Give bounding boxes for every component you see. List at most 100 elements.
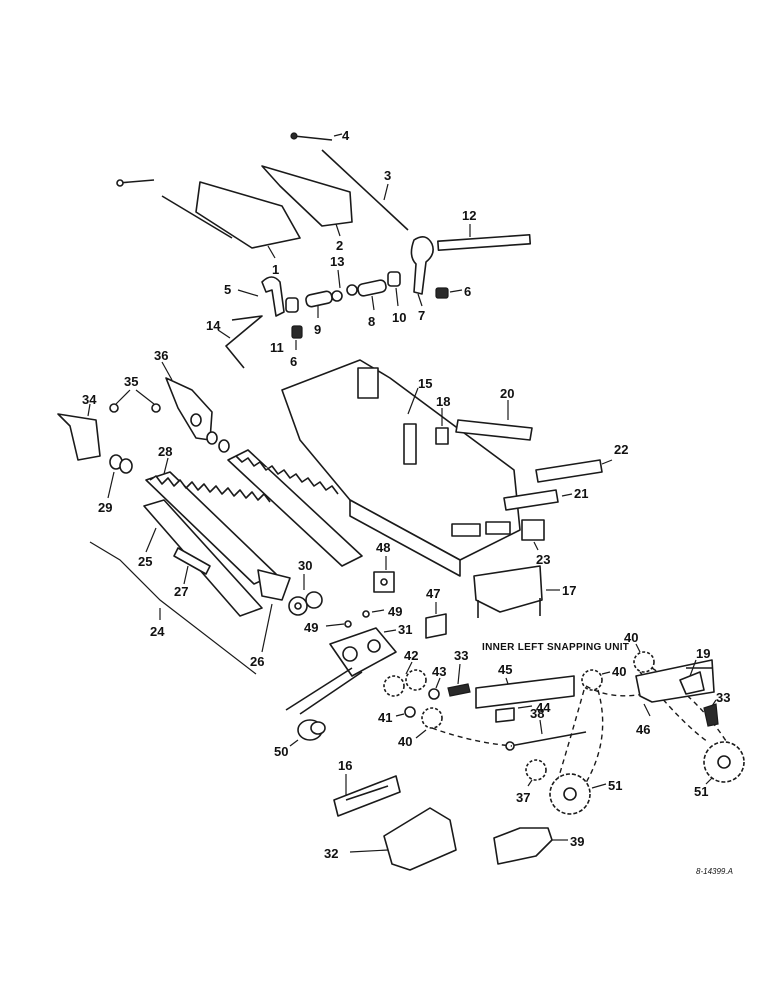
callout-35: 35 <box>124 374 138 389</box>
bracket-17 <box>473 565 560 618</box>
callout-16: 16 <box>338 758 352 773</box>
nut-13 <box>331 269 358 302</box>
callout-9: 9 <box>314 322 321 337</box>
callout-15: 15 <box>418 376 432 391</box>
washer-30 <box>288 574 323 616</box>
washer-43 <box>428 677 441 700</box>
bracket-18 <box>435 408 449 445</box>
bracket-47 <box>425 602 447 639</box>
callout-14: 14 <box>206 318 221 333</box>
clip-35 <box>109 389 161 413</box>
callout-51-right: 51 <box>694 784 708 799</box>
spacers-center <box>190 413 230 453</box>
spring-9 <box>305 290 333 318</box>
callout-6-upper: 6 <box>464 284 471 299</box>
link-33-left <box>447 663 471 697</box>
spring-8 <box>357 279 387 311</box>
callout-18: 18 <box>436 394 450 409</box>
callout-44: 44 <box>536 700 551 715</box>
callout-40-right: 40 <box>624 630 638 645</box>
rod-38 <box>505 719 587 751</box>
rod-left <box>116 179 233 239</box>
strap-27 <box>173 547 211 585</box>
callout-11: 11 <box>270 340 284 355</box>
shield-1 <box>195 181 301 259</box>
sprocket-42 <box>383 661 427 697</box>
crank-14 <box>217 315 263 369</box>
callout-48: 48 <box>376 540 390 555</box>
shaft-arm <box>285 667 363 715</box>
callout-24: 24 <box>150 624 165 639</box>
callout-30: 30 <box>298 558 312 573</box>
callout-8: 8 <box>368 314 375 329</box>
bracket-34 <box>57 403 101 461</box>
callout-13: 13 <box>330 254 344 269</box>
shield-32 <box>349 807 457 871</box>
callout-19: 19 <box>696 646 710 661</box>
callout-21: 21 <box>574 486 588 501</box>
bearing-50 <box>289 719 326 747</box>
callout-25: 25 <box>138 554 152 569</box>
collar-10 <box>387 271 401 307</box>
sprocket-40-center <box>581 669 611 691</box>
callout-34: 34 <box>82 392 97 407</box>
callout-3: 3 <box>384 168 391 183</box>
callout-33-right: 33 <box>716 690 730 705</box>
sprocket-51-right <box>703 741 745 785</box>
cover-16 <box>333 774 401 817</box>
callout-27: 27 <box>174 584 188 599</box>
callout-42: 42 <box>404 648 418 663</box>
callout-49-right: 49 <box>388 604 402 619</box>
reference-number: 8-14399.A <box>696 867 733 876</box>
callout-32: 32 <box>324 846 338 861</box>
frame-15 <box>281 359 521 577</box>
link-33-right <box>703 699 719 727</box>
callout-12: 12 <box>462 208 476 223</box>
plate-48 <box>373 556 395 593</box>
callout-28: 28 <box>158 444 172 459</box>
bracket-7 <box>410 236 434 307</box>
callout-46: 46 <box>636 722 650 737</box>
sprocket-40-left <box>415 707 443 739</box>
rail-26 <box>257 569 291 653</box>
strap-21 <box>503 489 573 511</box>
callout-49-left: 49 <box>304 620 318 635</box>
callout-37: 37 <box>516 790 530 805</box>
callout-31: 31 <box>398 622 412 637</box>
plate-36 <box>161 361 213 441</box>
sprocket-37 <box>525 759 547 787</box>
bar-45 <box>475 675 575 709</box>
gearcase-31 <box>329 627 397 677</box>
rod-12 <box>437 224 532 251</box>
callout-4: 4 <box>342 128 350 143</box>
callout-1: 1 <box>272 262 279 277</box>
callout-36: 36 <box>154 348 168 363</box>
spacer-29 <box>107 454 133 499</box>
callout-45: 45 <box>498 662 512 677</box>
callout-41: 41 <box>378 710 392 725</box>
callout-10: 10 <box>392 310 406 325</box>
callout-47: 47 <box>426 586 440 601</box>
washer-41 <box>395 706 416 718</box>
callout-2: 2 <box>336 238 343 253</box>
bolts-49 <box>325 609 385 628</box>
callout-40-left: 40 <box>398 734 412 749</box>
bolt-4 <box>290 132 343 141</box>
callout-51-center: 51 <box>608 778 622 793</box>
chain-bar-36 <box>227 449 363 567</box>
callout-20: 20 <box>500 386 514 401</box>
bracket-44 <box>495 705 533 723</box>
unit-caption: INNER LEFT SNAPPING UNIT <box>482 642 629 653</box>
bracket-19 <box>679 659 705 695</box>
stripper-bar-28 <box>145 457 277 585</box>
callout-5: 5 <box>224 282 231 297</box>
pin-6-lower <box>291 325 303 350</box>
callout-23: 23 <box>536 552 550 567</box>
sprocket-40-right <box>633 643 655 673</box>
plate-23 <box>521 519 545 551</box>
rod-3 <box>321 149 409 231</box>
callout-50: 50 <box>274 744 288 759</box>
bracket-5 <box>237 276 285 317</box>
callout-39: 39 <box>570 834 584 849</box>
